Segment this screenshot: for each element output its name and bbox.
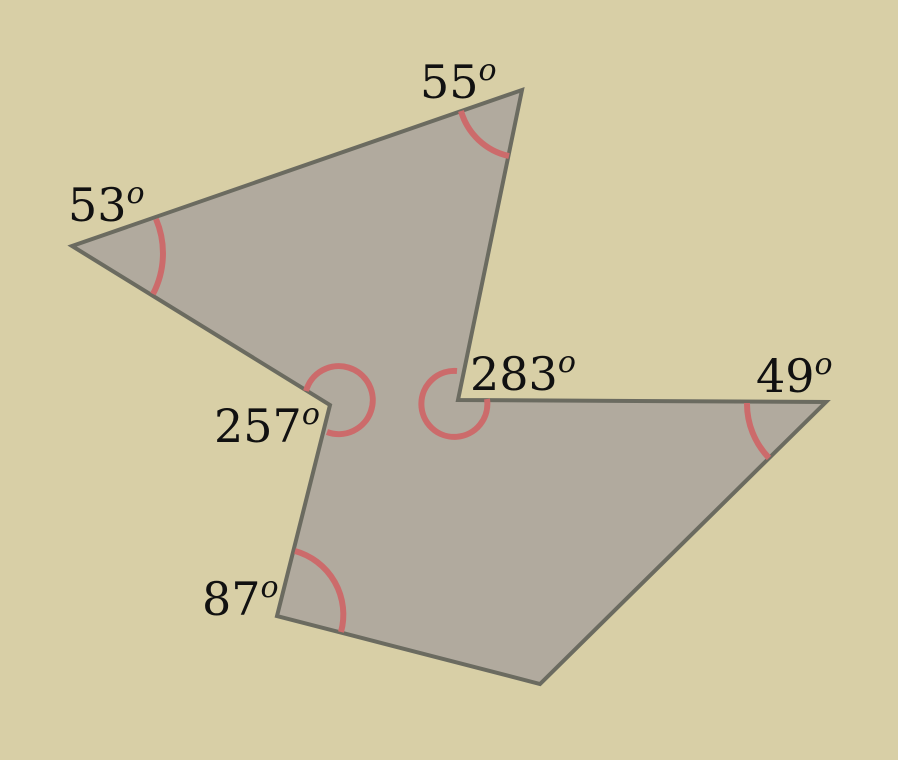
angle-arc-87 — [294, 548, 347, 633]
angle-arc-49 — [743, 402, 772, 461]
concave-polygon — [67, 86, 831, 687]
angle-label-283: 283o — [470, 345, 576, 401]
angle-arc-257 — [303, 363, 376, 438]
angle-arc-55 — [458, 110, 510, 159]
angle-label-53: 53o — [68, 176, 145, 232]
angle-label-49: 49o — [756, 347, 833, 403]
angle-label-55: 55o — [420, 53, 497, 109]
angle-label-87: 87o — [202, 570, 279, 626]
angle-label-257: 257o — [214, 397, 320, 453]
angle-arc-53 — [150, 217, 166, 296]
angle-arc-283 — [418, 367, 491, 440]
